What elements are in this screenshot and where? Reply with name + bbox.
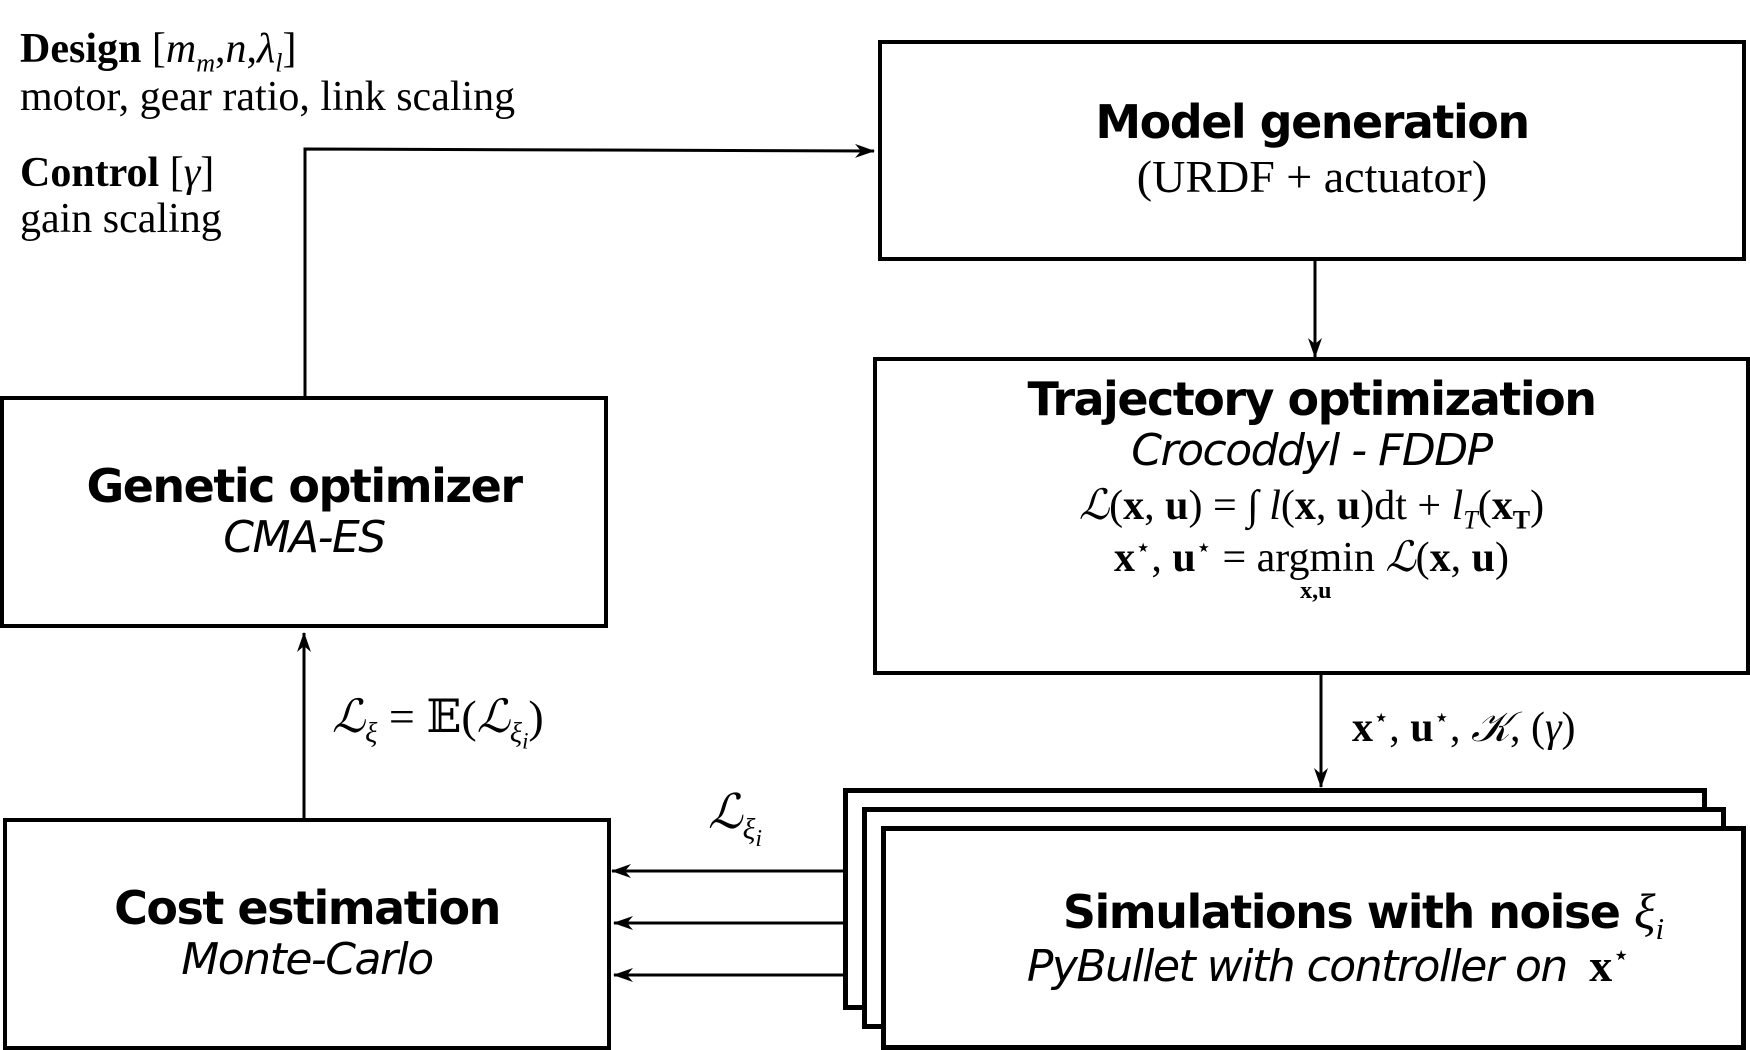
trajectory-optimization-title: Trajectory optimization: [1027, 372, 1597, 426]
trajectory-optimization-subtitle: Crocoddyl - FDDP: [1131, 424, 1493, 476]
arrow-genetic-to-model: [303, 143, 875, 397]
design-label: Design: [20, 26, 142, 72]
design-params: [mm,n,λl]: [151, 26, 297, 78]
control-parameters: Control [γ]: [20, 152, 214, 194]
model-generation-title: Model generation: [1095, 95, 1530, 150]
control-label: Control: [20, 150, 160, 196]
control-description: gain scaling: [20, 196, 222, 242]
cost-function-equation: ℒ(x, u) = ∫ l(x, u)dt + lT(xT): [1078, 480, 1545, 535]
model-generation-subtitle: (URDF + actuator): [1136, 151, 1488, 203]
trajectory-optimization-block: Trajectory optimization Crocoddyl - FDDP…: [873, 357, 1750, 675]
genetic-optimizer-block: Genetic optimizer CMA-ES: [0, 396, 608, 628]
trajectory-output-label: x⋆, u⋆, 𝒦, (γ): [1352, 702, 1576, 751]
cost-estimation-title: Cost estimation: [114, 881, 501, 936]
simulations-block: Simulations with noise ξi PyBullet with …: [881, 826, 1746, 1050]
cost-estimation-block: Cost estimation Monte-Carlo: [3, 818, 611, 1050]
simulations-title: Simulations with noise ξi: [1062, 882, 1665, 946]
genetic-optimizer-subtitle: CMA-ES: [223, 512, 386, 564]
cost-estimation-subtitle: Monte-Carlo: [181, 934, 434, 986]
design-parameters: Design [mm,n,λl]: [20, 26, 297, 78]
control-params: [γ]: [169, 150, 215, 196]
sample-cost-label: ℒξi: [708, 784, 762, 852]
simulations-subtitle: PyBullet with controller on x⋆: [1026, 940, 1631, 993]
design-description: motor, gear ratio, link scaling: [20, 74, 516, 120]
expected-cost-label: ℒξ = 𝔼(ℒξi): [332, 689, 544, 754]
genetic-optimizer-title: Genetic optimizer: [86, 459, 523, 514]
model-generation-block: Model generation (URDF + actuator): [878, 40, 1746, 261]
